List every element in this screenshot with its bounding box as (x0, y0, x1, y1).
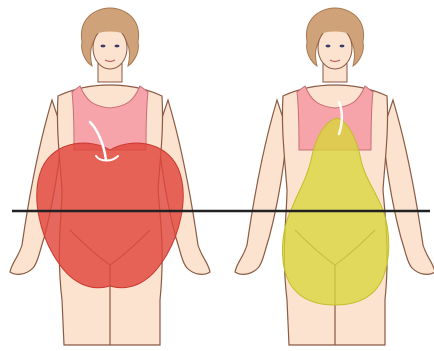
right-arm (383, 100, 434, 274)
face (318, 27, 352, 69)
figure-apple (10, 8, 210, 345)
figure-pear (235, 8, 434, 345)
left-eye (326, 45, 331, 48)
right-eye (115, 45, 120, 48)
left-arm (235, 100, 287, 274)
left-eye (101, 45, 106, 48)
right-eye (340, 45, 345, 48)
face (93, 27, 127, 69)
